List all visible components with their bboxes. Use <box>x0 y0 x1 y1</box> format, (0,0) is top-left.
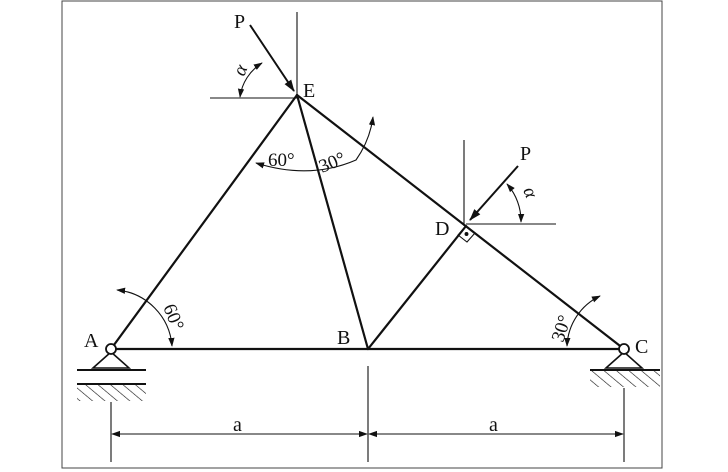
member-BD <box>366 224 468 351</box>
label-point-E: E <box>303 80 315 102</box>
label-angle-C: 30° <box>548 313 576 345</box>
angle-arc-alpha-D <box>506 183 525 223</box>
angle-arc-A <box>116 287 175 347</box>
right-angle-dot-D <box>464 232 469 236</box>
label-point-D: D <box>435 218 449 240</box>
support-C <box>590 350 660 387</box>
label-load-E: P <box>234 11 245 33</box>
label-point-C: C <box>635 336 648 358</box>
member-EB <box>295 93 370 351</box>
angle-arc-E <box>255 116 376 172</box>
angle-arc-alpha-E <box>237 62 263 98</box>
pin-C <box>618 343 630 355</box>
member-EC <box>295 93 626 351</box>
label-angle-E-left: 60° <box>268 150 295 171</box>
label-angle-E-right: 30° <box>316 148 349 177</box>
label-angle-A: 60° <box>158 301 187 334</box>
load-arrow-E <box>249 24 295 92</box>
load-arrow-D <box>469 165 519 221</box>
angle-arc-C <box>564 295 601 347</box>
label-dimension-BC: a <box>489 414 498 436</box>
right-angle-marker-D <box>457 225 476 243</box>
label-load-D: P <box>520 143 531 165</box>
label-point-A: A <box>84 330 99 352</box>
support-A <box>77 350 146 401</box>
label-alpha-D: α <box>518 184 542 202</box>
pin-A <box>105 343 117 355</box>
label-point-B: B <box>337 327 350 349</box>
frame-border <box>61 0 663 469</box>
label-alpha-E: α <box>229 61 253 79</box>
member-AE <box>109 93 299 351</box>
label-dimension-AB: a <box>233 414 242 436</box>
